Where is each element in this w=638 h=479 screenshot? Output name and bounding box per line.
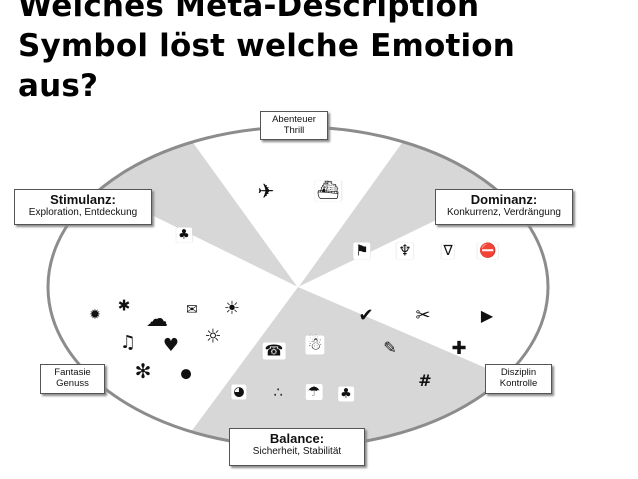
small-sun-icon: ✹ bbox=[89, 307, 101, 323]
label-fantasie-line-1: Fantasie bbox=[54, 367, 91, 378]
asterisk-icon: ✱ bbox=[117, 296, 131, 315]
telephone-icon: ☎ bbox=[262, 341, 286, 360]
trident-icon: ♆ bbox=[396, 241, 414, 260]
label-dominanz-sub: Konkurrenz, Verdrängung bbox=[447, 207, 561, 218]
ship-icon: ⛴ bbox=[314, 180, 342, 201]
play-icon: ▶ bbox=[480, 306, 494, 325]
sun-outline-icon: ☼ bbox=[204, 325, 222, 348]
hash-icon: # bbox=[418, 371, 432, 390]
label-abenteuer-line-2: Thrill bbox=[283, 125, 305, 136]
pencil-icon: ✎ bbox=[383, 338, 397, 357]
flag-icon: ⚑ bbox=[353, 241, 371, 260]
label-dominanz-title: Dominanz: bbox=[470, 192, 538, 207]
plus-icon: ✚ bbox=[451, 338, 467, 359]
label-balance-sub: Sicherheit, Stabilität bbox=[252, 446, 342, 457]
label-abenteuer: Abenteuer Thrill bbox=[260, 111, 328, 140]
music-note-icon: ♫ bbox=[119, 332, 137, 353]
clover-icon: ♣ bbox=[176, 227, 192, 243]
check-icon: ✔ bbox=[358, 305, 374, 326]
page-title-line-1: Welches Meta-Description bbox=[18, 0, 480, 24]
page-title-line-2: Symbol löst welche Emotion bbox=[18, 28, 516, 64]
flower-star-icon: ✻ bbox=[134, 359, 152, 383]
envelope-icon: ✉ bbox=[186, 302, 198, 318]
snowman-icon: ☃ bbox=[305, 334, 325, 355]
label-abenteuer-line-1: Abenteuer bbox=[272, 114, 316, 125]
label-stimulanz-sub: Exploration, Entdeckung bbox=[28, 207, 138, 218]
label-stimulanz-title: Stimulanz: bbox=[50, 192, 116, 207]
airplane-icon: ✈ bbox=[257, 179, 275, 203]
label-disziplin: Disziplin Kontrolle bbox=[485, 364, 552, 394]
therefore-icon: ∴ bbox=[273, 385, 283, 401]
page-title: Welches Meta-Description Symbol löst wel… bbox=[18, 0, 618, 102]
label-fantasie-line-2: Genuss bbox=[56, 378, 89, 389]
label-balance-title: Balance: bbox=[269, 431, 325, 446]
sector-abenteuer bbox=[170, 127, 425, 287]
no-entry-icon: ⛔ bbox=[477, 243, 499, 259]
pie-icon: ◕ bbox=[231, 384, 247, 400]
nabla-icon: ∇ bbox=[441, 243, 455, 259]
label-balance: Balance: Sicherheit, Stabilität bbox=[229, 428, 365, 466]
label-disziplin-line-2: Kontrolle bbox=[499, 378, 538, 389]
palm-icon: ♣ bbox=[338, 386, 354, 402]
cloud-icon: ☁ bbox=[146, 307, 168, 332]
umbrella-icon: ☂ bbox=[305, 384, 323, 400]
label-disziplin-line-1: Disziplin bbox=[500, 367, 537, 378]
page-title-line-3: aus? bbox=[18, 68, 99, 102]
scissors-icon: ✂ bbox=[415, 305, 431, 326]
label-stimulanz: Stimulanz: Exploration, Entdeckung bbox=[14, 189, 152, 225]
heart-icon: ♥ bbox=[162, 335, 180, 356]
label-fantasie: Fantasie Genuss bbox=[40, 364, 105, 394]
dot-icon: ● bbox=[180, 366, 192, 382]
label-dominanz: Dominanz: Konkurrenz, Verdrängung bbox=[435, 189, 573, 225]
sun-icon: ☀ bbox=[223, 298, 241, 319]
